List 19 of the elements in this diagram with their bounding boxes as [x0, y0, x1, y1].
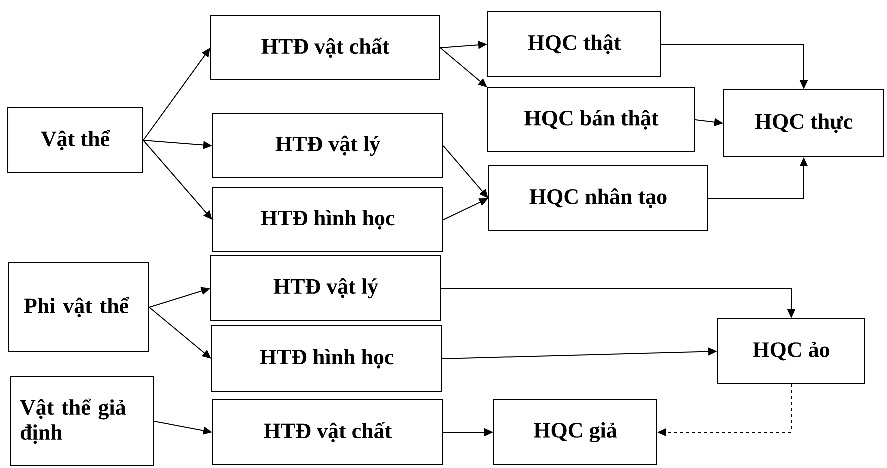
box: Phi vật thể — [8, 262, 150, 352]
box: HTĐ hình học — [212, 188, 444, 252]
arrow — [149, 307, 212, 359]
box: HQC thực — [724, 90, 884, 158]
arrow — [440, 48, 488, 88]
box: HQC nhân tạo — [488, 166, 708, 232]
box: HTĐ vật chất — [212, 400, 444, 466]
box: Vật thể — [8, 108, 144, 174]
arrow — [143, 140, 212, 220]
arrow — [443, 146, 488, 198]
box: HQC ảo — [718, 318, 866, 384]
box: HQC thật — [488, 12, 662, 78]
box: HTĐ vật lý — [210, 256, 442, 322]
box: HQC giả — [494, 400, 658, 466]
box: Vật thể giả định — [10, 376, 154, 466]
box: HQC bán thật — [488, 88, 696, 152]
box: HTĐ vật chất — [210, 16, 440, 80]
box: HTĐ vật lý — [212, 114, 444, 178]
box: HTĐ hình học — [212, 326, 442, 392]
